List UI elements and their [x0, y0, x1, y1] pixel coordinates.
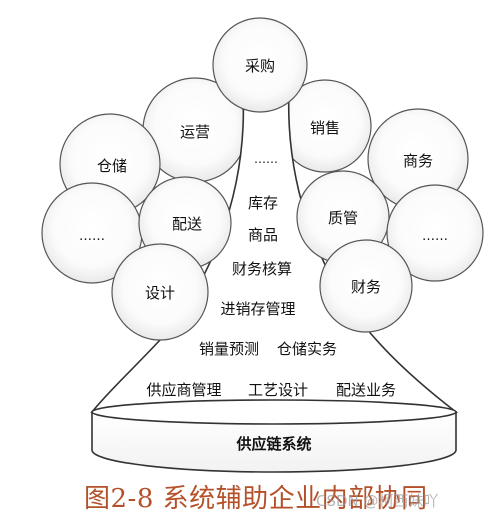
bubble-sheji: 设计 — [111, 243, 209, 341]
trunk-ellipsis: …… — [254, 152, 278, 166]
bubble-label-sheji: 设计 — [145, 284, 175, 302]
trunk-caiwu-hesuan: 财务核算 — [232, 260, 292, 278]
watermark: CSDN @柯西妹吖 — [316, 492, 439, 510]
bubble-xiaoshou: 销售 — [278, 79, 372, 173]
bubble-shangwu: 商务 — [367, 108, 469, 210]
trunk-gongying-shang: 供应商管理 — [146, 381, 221, 399]
bubble-label-yunying: 运营 — [180, 123, 210, 141]
bubble-label-ellipsis-right: …… — [422, 229, 448, 244]
bubble-caiwu: 财务 — [319, 239, 413, 333]
trunk-peisong-yewu: 配送业务 — [336, 381, 396, 399]
bubble-label-xiaoshou: 销售 — [310, 119, 340, 137]
bubble-label-caigou: 采购 — [245, 57, 275, 75]
trunk-gongyi-sheji: 工艺设计 — [248, 381, 308, 399]
base-label: 供应链系统 — [235, 435, 311, 453]
bubble-label-ellipsis-left: …… — [79, 229, 105, 244]
trunk-cangchu-shiwu: 仓储实务 — [277, 340, 337, 358]
bubble-label-zhiguan: 质管 — [328, 209, 358, 227]
trunk-xiaoliang-yuce: 销量预测 — [199, 340, 259, 358]
bubble-ellipsis-right: …… — [386, 184, 484, 282]
trunk-shangpin: 商品 — [248, 226, 278, 244]
base-cylinder: 供应链系统 — [91, 399, 457, 473]
caption-area: 图2-8 系统辅助企业内部协同 CSDN @柯西妹吖 — [0, 474, 498, 522]
trunk-kucun: 库存 — [248, 194, 278, 212]
bubble-ellipsis-left: …… — [41, 182, 143, 284]
figure-caption: 图2-8 系统辅助企业内部协同 — [84, 484, 428, 514]
bubble-label-peisong: 配送 — [172, 215, 202, 233]
bubble-label-shangwu: 商务 — [403, 152, 433, 170]
bubble-caigou: 采购 — [212, 17, 308, 113]
bubble-label-caiwu: 财务 — [351, 278, 381, 296]
bubble-label-cangchu: 仓储 — [97, 157, 127, 175]
trunk-jinxiaocun: 进销存管理 — [220, 300, 295, 318]
